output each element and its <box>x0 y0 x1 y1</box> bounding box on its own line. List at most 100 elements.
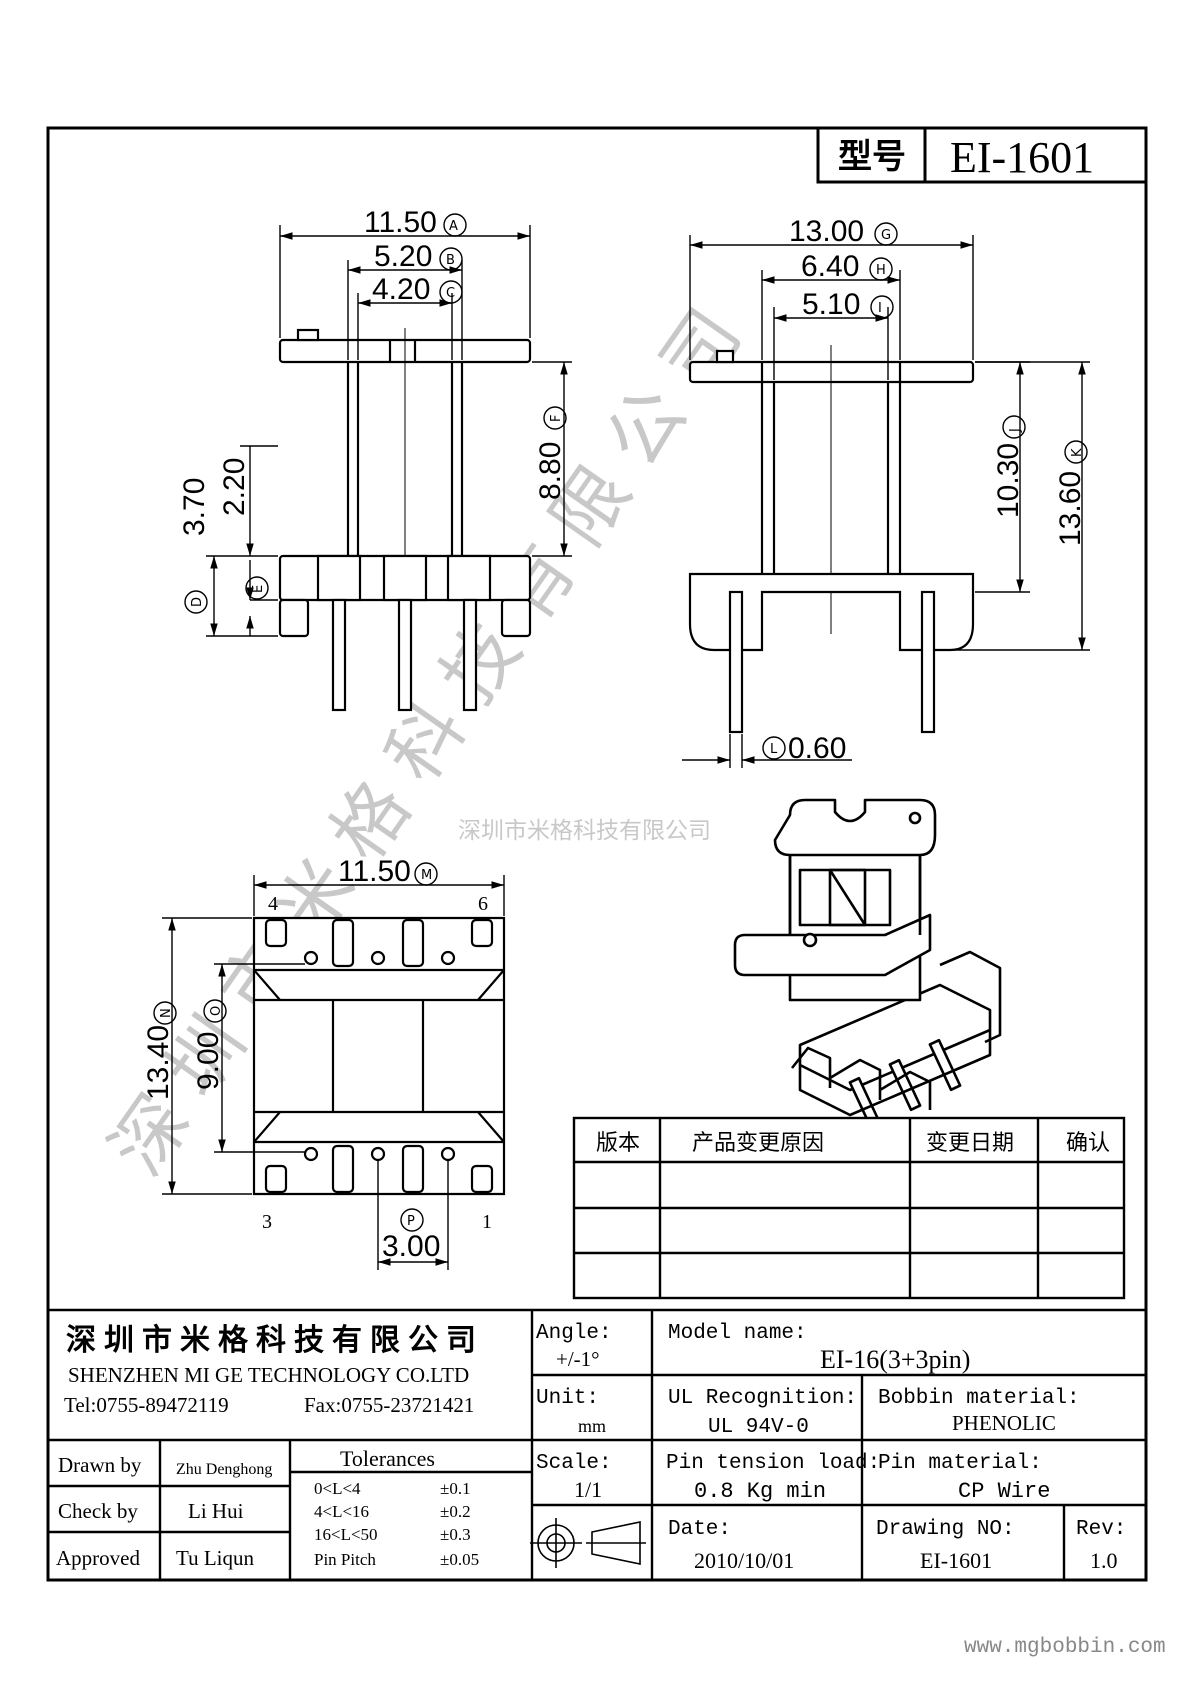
website-text: www.mgbobbin.com <box>964 1636 1166 1659</box>
dim-j-value: 10.30 <box>992 443 1025 518</box>
dim-c-tag: C <box>446 286 455 301</box>
tol-range-2: 4<L<16 <box>314 1502 369 1521</box>
dim-h-circle <box>869 257 893 281</box>
dim-a-circle <box>443 213 467 237</box>
dim-a-value: 11.50 <box>364 206 437 239</box>
pin-material-value: CP Wire <box>958 1479 1050 1504</box>
dim-c-value: 4.20 <box>372 273 430 306</box>
tol-value-3: ±0.3 <box>440 1525 471 1544</box>
dim-e-tag: E <box>251 585 266 593</box>
company-name-cn: 深圳市米格科技有限公司 <box>66 1323 484 1358</box>
dim-m-circle <box>414 862 438 886</box>
revision-table <box>572 1116 1126 1300</box>
bobbin-value: PHENOLIC <box>952 1411 1056 1435</box>
rev-value: 1.0 <box>1090 1548 1118 1573</box>
rev-header-confirm: 确认 <box>1066 1131 1110 1156</box>
dim-h-value: 6.40 <box>801 250 859 283</box>
front-view-labels: 11.50 A 5.20 B 4.20 C 8.80 F 3.70 2.20 D… <box>178 206 567 614</box>
dim-k-tag: K <box>1070 448 1085 457</box>
drawn-by-name: Zhu Denghong <box>176 1461 272 1478</box>
dim-k-circle <box>1064 440 1088 464</box>
check-by-label: Check by <box>58 1499 138 1523</box>
dim-d-circle <box>184 590 208 614</box>
dim-e-value: 2.20 <box>218 458 251 516</box>
drawing-frame <box>46 126 1148 1582</box>
angle-value: +/-1° <box>556 1347 600 1371</box>
side-view-labels: 13.00 G 6.40 H 5.10 I 10.30 J 13.60 K L … <box>762 215 1088 765</box>
dim-b-value: 5.20 <box>374 240 432 273</box>
side-view <box>688 345 975 734</box>
rev-header-reason: 产品变更原因 <box>692 1131 824 1156</box>
bottom-view-labels: 11.50 M 13.40 N 9.00 O P 3.00 4 6 3 1 <box>142 855 492 1263</box>
rev-header-version: 版本 <box>596 1131 640 1156</box>
tol-value-1: ±0.1 <box>440 1479 471 1498</box>
pin-label-1: 1 <box>482 1211 492 1233</box>
ul-value: UL 94V-0 <box>708 1416 809 1439</box>
model-value: EI-1601 <box>950 133 1094 182</box>
scale-label: Scale: <box>536 1452 612 1475</box>
dim-n-circle <box>153 1001 177 1025</box>
dim-i-tag: I <box>878 301 882 316</box>
company-fax: Fax:0755-23721421 <box>304 1393 474 1417</box>
dim-i-circle <box>870 295 894 319</box>
pin-label-6: 6 <box>478 893 488 915</box>
dim-l-circle <box>762 736 786 760</box>
dim-o-circle <box>203 999 227 1023</box>
dim-o-tag: O <box>209 1006 224 1016</box>
dim-p-circle <box>400 1208 424 1232</box>
dim-d-value: 3.70 <box>178 478 211 536</box>
check-by-name: Li Hui <box>188 1499 244 1523</box>
front-view-dimensions <box>206 225 572 637</box>
tol-range-3: 16<L<50 <box>314 1525 378 1544</box>
tol-value-4: ±0.05 <box>440 1550 479 1569</box>
dim-l-tag: L <box>770 742 778 757</box>
tol-range-4: Pin Pitch <box>314 1550 376 1569</box>
dim-i-value: 5.10 <box>802 288 860 321</box>
dim-j-circle <box>1002 415 1026 439</box>
dim-g-circle <box>874 222 898 246</box>
dim-g-value: 13.00 <box>789 215 864 248</box>
title-block-lines <box>48 1308 1146 1580</box>
company-name-en: SHENZHEN MI GE TECHNOLOGY CO.LTD <box>68 1363 469 1387</box>
tolerances-title: Tolerances <box>340 1446 435 1471</box>
dim-p-value: 3.00 <box>382 1230 440 1263</box>
bottom-view <box>252 916 506 1196</box>
dim-b-tag: B <box>446 253 455 268</box>
dim-f-value: 8.80 <box>534 442 567 500</box>
model-name-label: Model name: <box>668 1322 807 1345</box>
dim-n-tag: N <box>159 1008 174 1018</box>
dim-f-tag: F <box>549 415 564 422</box>
tension-value: 0.8 Kg min <box>694 1479 826 1504</box>
tension-label: Pin tension load: <box>666 1452 880 1475</box>
side-view-dimensions <box>682 235 1090 768</box>
angle-label: Angle: <box>536 1322 612 1345</box>
rev-label: Rev: <box>1076 1518 1126 1541</box>
rev-header-date: 变更日期 <box>926 1131 1014 1156</box>
projection-symbol-icon <box>530 1518 646 1568</box>
dim-m-tag: M <box>421 868 432 883</box>
dim-l-value: 0.60 <box>788 732 846 765</box>
approved-name: Tu Liqun <box>176 1546 255 1570</box>
scale-value: 1/1 <box>574 1477 602 1502</box>
date-label: Date: <box>668 1518 731 1541</box>
dim-g-tag: G <box>881 228 891 243</box>
date-value: 2010/10/01 <box>694 1548 794 1573</box>
dim-h-tag: H <box>876 263 886 278</box>
dim-e-circle <box>245 576 269 600</box>
watermark-small: 深圳市米格科技有限公司 <box>458 818 711 844</box>
pin-label-4: 4 <box>268 893 278 915</box>
dim-d-tag: D <box>190 597 205 607</box>
model-header: 型号 EI-1601 <box>816 126 1148 184</box>
front-view <box>278 328 532 712</box>
drawing-no-value: EI-1601 <box>920 1548 992 1573</box>
tol-range-1: 0<L<4 <box>314 1479 361 1498</box>
isometric-view <box>733 798 1002 1130</box>
dim-k-value: 13.60 <box>1054 471 1087 546</box>
model-name-value: EI-16(3+3pin) <box>820 1345 970 1374</box>
bobbin-label: Bobbin material: <box>878 1387 1080 1410</box>
ul-label: UL Recognition: <box>668 1387 857 1410</box>
approved-label: Approved <box>56 1546 140 1570</box>
model-label: 型号 <box>838 137 906 177</box>
revision-table-headers: 版本 产品变更原因 变更日期 确认 <box>596 1131 1110 1156</box>
